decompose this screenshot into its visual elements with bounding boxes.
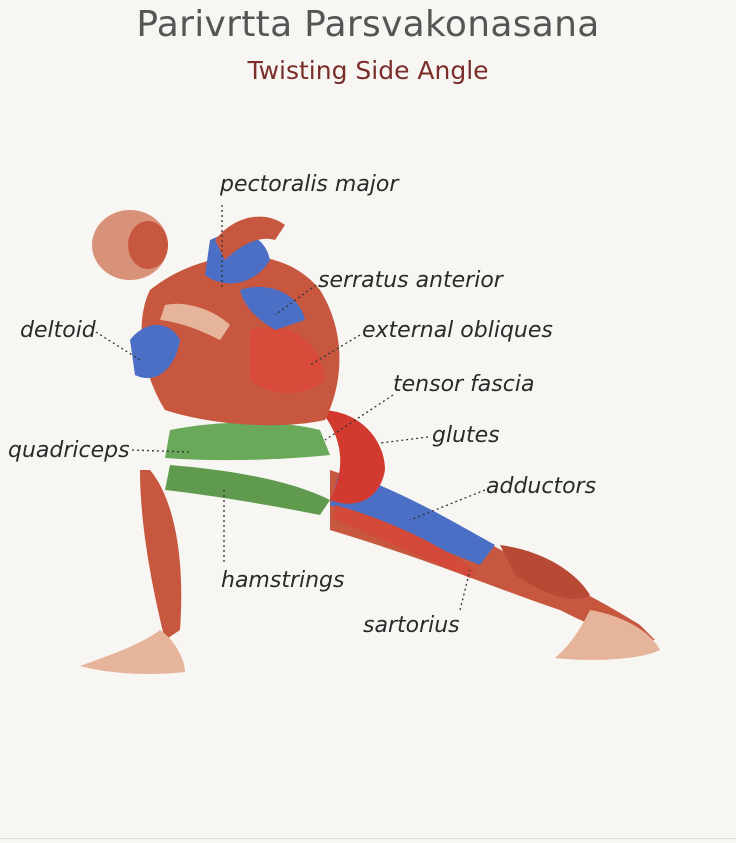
- sartorius-muscle: [333, 505, 475, 578]
- glutes-muscle: [320, 410, 385, 504]
- front-shin: [140, 470, 182, 640]
- hands: [160, 303, 230, 340]
- label-external-obliques: external obliques: [362, 318, 553, 343]
- label-tensor-fascia: tensor fascia: [393, 372, 535, 397]
- label-sartorius: sartorius: [363, 613, 460, 638]
- quadriceps-muscle: [165, 422, 330, 461]
- back-foot: [555, 610, 660, 660]
- raised-arm: [215, 216, 285, 260]
- page-title: Parivrtta Parsvakonasana: [136, 4, 600, 45]
- page-subtitle: Twisting Side Angle: [247, 56, 489, 85]
- face: [128, 221, 168, 269]
- external-obliques-muscle: [250, 327, 325, 394]
- label-quadriceps: quadriceps: [8, 438, 130, 463]
- label-pectoralis-major: pectoralis major: [220, 172, 399, 197]
- label-glutes: glutes: [432, 423, 500, 448]
- label-deltoid: deltoid: [20, 318, 96, 343]
- leader-lines: [95, 205, 486, 611]
- hamstrings-muscle: [165, 465, 330, 515]
- serratus-muscle: [240, 286, 305, 330]
- label-adductors: adductors: [486, 474, 597, 499]
- bottom-divider: [0, 838, 736, 839]
- deltoid-muscle: [130, 325, 180, 379]
- label-serratus-anterior: serratus anterior: [318, 268, 503, 293]
- label-hamstrings: hamstrings: [221, 568, 345, 593]
- back-calf: [500, 545, 590, 599]
- front-foot: [80, 630, 185, 674]
